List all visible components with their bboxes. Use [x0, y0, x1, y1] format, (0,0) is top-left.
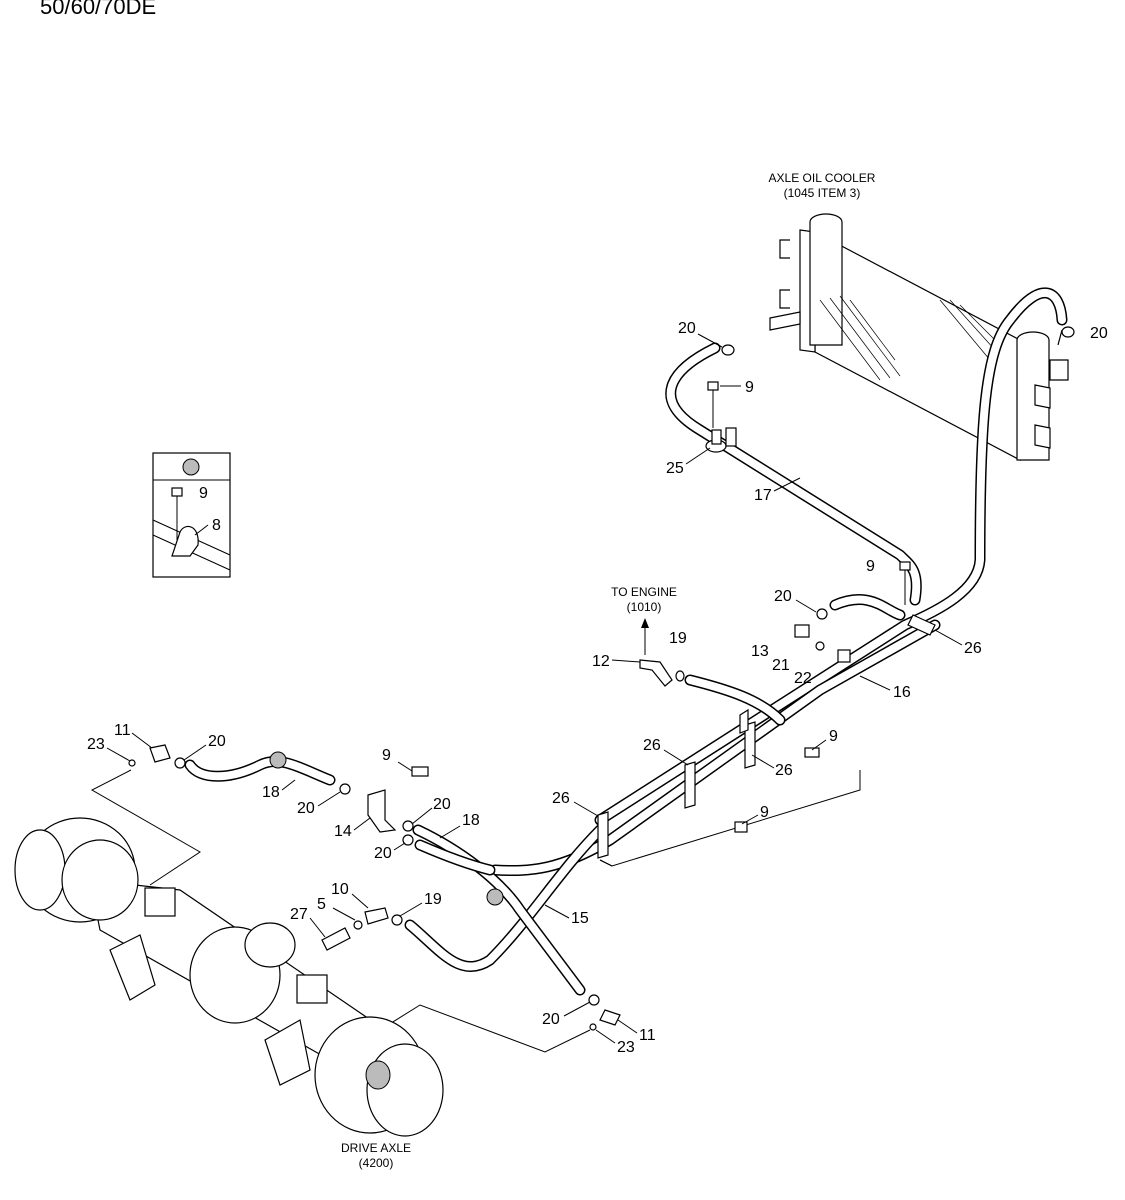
callout-10: 10 — [331, 881, 349, 898]
callout-15: 15 — [571, 910, 589, 927]
callout-18: 18 — [462, 812, 480, 829]
callout-17: 17 — [754, 487, 772, 504]
o-ring-19 — [675, 670, 685, 682]
clamp-25 — [705, 427, 737, 453]
callout-14: 14 — [334, 823, 352, 840]
hose-19-to-engine — [684, 674, 786, 726]
callout-20: 20 — [678, 320, 696, 337]
engine-caption-line1: TO ENGINE — [611, 585, 677, 599]
callout-27: 27 — [290, 906, 308, 923]
o-ring-5 — [353, 920, 363, 930]
o-ring-20 — [721, 344, 735, 356]
callout-19: 19 — [424, 891, 442, 908]
model-title: 50/60/70DE — [40, 0, 156, 19]
bolt-9 — [734, 821, 748, 833]
callout-9: 9 — [866, 558, 875, 575]
bolt-9 — [899, 561, 911, 605]
callout-9: 9 — [199, 485, 208, 502]
cooler-caption-line2: (1045 ITEM 3) — [784, 186, 861, 200]
hose-16 — [489, 619, 941, 877]
breather-27 — [321, 927, 351, 951]
callout-9: 9 — [745, 379, 754, 396]
bolt-9 — [411, 766, 429, 777]
callout-16: 16 — [893, 684, 911, 701]
o-ring-19 — [391, 914, 403, 926]
drive-axle — [14, 817, 444, 1137]
callout-20: 20 — [774, 588, 792, 605]
plug-23 — [128, 759, 136, 767]
o-ring-20 — [174, 757, 186, 769]
callout-9: 9 — [829, 728, 838, 745]
hose-tube-right — [594, 287, 1068, 826]
callout-21: 21 — [772, 657, 790, 674]
callout-22: 22 — [794, 670, 812, 687]
callout-23: 23 — [617, 1039, 635, 1056]
callout-20: 20 — [374, 845, 392, 862]
callout-labels: 20 20 9 25 17 9 8 9 20 13 21 22 26 19 12… — [87, 320, 1108, 1056]
callout-19: 19 — [669, 630, 687, 647]
cooler-caption-line1: AXLE OIL COOLER — [769, 171, 876, 185]
hose-17 — [665, 342, 922, 606]
fitting-13 — [794, 624, 810, 638]
bolt-9 — [707, 381, 719, 428]
elbow-fitting-11 — [599, 1009, 621, 1026]
callout-8: 8 — [212, 517, 221, 534]
bolt-9 — [804, 747, 820, 758]
hose-15 — [404, 824, 606, 972]
hose-20c-branch — [829, 594, 906, 621]
callout-26: 26 — [552, 790, 570, 807]
callout-11: 11 — [114, 722, 131, 739]
elbow-fitting-11 — [149, 744, 171, 763]
o-ring-20 — [402, 834, 414, 846]
callout-23: 23 — [87, 736, 105, 753]
callout-20: 20 — [1090, 325, 1108, 342]
o-ring-20 — [402, 820, 414, 832]
fitting-10 — [364, 907, 389, 925]
callout-9: 9 — [382, 747, 391, 764]
callout-25: 25 — [666, 460, 684, 477]
axle-caption-line1: DRIVE AXLE — [341, 1141, 411, 1155]
o-ring-20 — [816, 608, 828, 620]
hose-18-upper — [414, 839, 496, 876]
callout-12: 12 — [592, 653, 610, 670]
callout-18: 18 — [262, 784, 280, 801]
detail-inset — [152, 452, 231, 578]
callout-20: 20 — [542, 1011, 560, 1028]
o-ring-20 — [1061, 326, 1075, 338]
hose-18-left — [184, 755, 336, 786]
cap-22 — [837, 649, 851, 663]
callout-20: 20 — [433, 796, 451, 813]
callout-20: 20 — [208, 733, 226, 750]
callout-5: 5 — [317, 896, 326, 913]
axle-caption-line2: (4200) — [359, 1156, 394, 1170]
plug-23 — [589, 1023, 597, 1031]
bracket-14 — [367, 789, 397, 833]
o-ring-20 — [588, 994, 600, 1006]
engine-caption-line2: (1010) — [627, 600, 662, 614]
callout-26: 26 — [964, 640, 982, 657]
callout-26: 26 — [643, 737, 661, 754]
callout-13: 13 — [751, 643, 769, 660]
callout-20: 20 — [297, 800, 315, 817]
callout-9: 9 — [760, 804, 769, 821]
washer-21 — [815, 641, 825, 651]
axle-oil-cooler — [769, 213, 1069, 461]
callout-11: 11 — [639, 1027, 656, 1044]
callout-26: 26 — [775, 762, 793, 779]
fitting-12 — [639, 659, 673, 687]
o-ring-20 — [339, 783, 351, 795]
